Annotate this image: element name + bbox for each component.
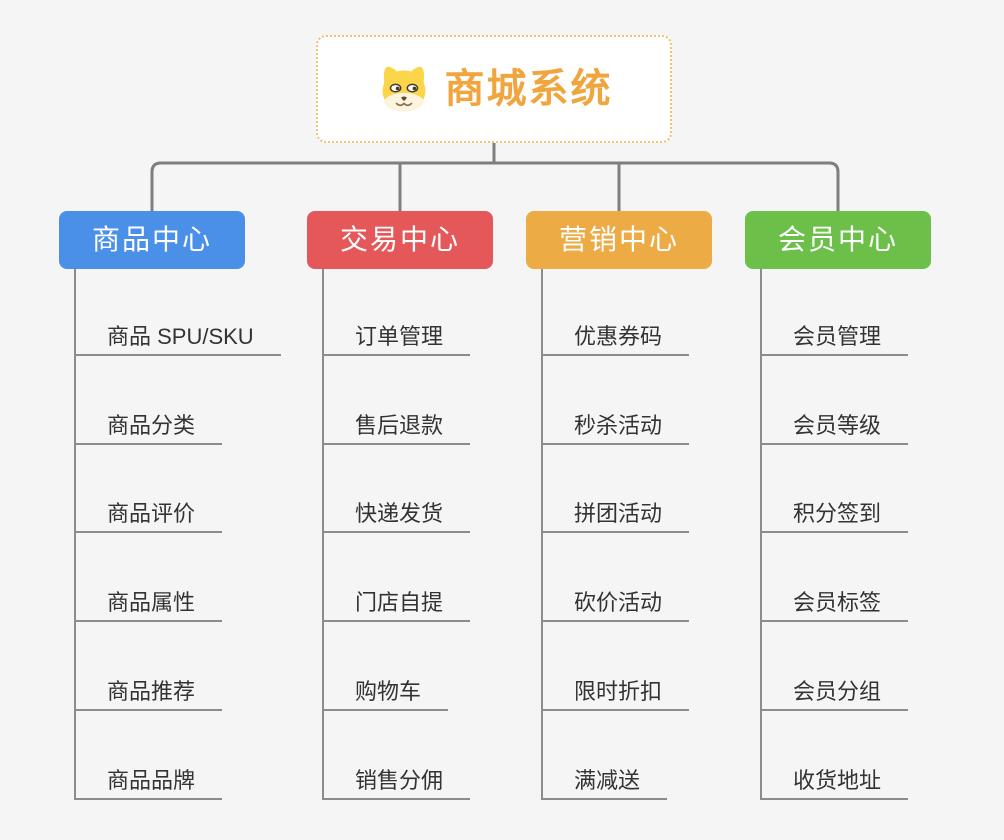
leaf-label: 商品分类: [107, 413, 196, 438]
leaf-node[interactable]: 积分签到: [760, 495, 909, 533]
leaf-node[interactable]: 购物车: [322, 673, 449, 711]
leaf-node[interactable]: 商品属性: [74, 584, 223, 622]
branch-node-product-center[interactable]: 商品中心: [59, 211, 245, 269]
leaf-node[interactable]: 订单管理: [322, 318, 471, 356]
leaf-label: 售后退款: [355, 413, 444, 438]
leaf-label: 优惠券码: [574, 324, 663, 349]
leaf-node[interactable]: 门店自提: [322, 584, 471, 622]
leaf-label: 收货地址: [793, 768, 882, 793]
leaf-label: 秒杀活动: [574, 413, 663, 438]
leaf-label: 销售分佣: [355, 768, 444, 793]
dog-face-icon: [382, 66, 425, 112]
leaf-node[interactable]: 售后退款: [322, 407, 471, 445]
leaf-label: 商品评价: [107, 501, 196, 526]
branch-node-member-center[interactable]: 会员中心: [745, 211, 931, 269]
leaf-node[interactable]: 商品分类: [74, 407, 223, 445]
leaf-column-marketing: 优惠券码 秒杀活动 拼团活动 砍价活动 限时折扣 满减送: [541, 0, 801, 840]
leaf-node[interactable]: 满减送: [541, 762, 668, 800]
leaf-label: 会员管理: [793, 324, 882, 349]
leaf-node[interactable]: 商品品牌: [74, 762, 223, 800]
leaf-label: 快递发货: [355, 501, 444, 526]
root-title: 商城系统: [444, 67, 613, 111]
leaf-label: 限时折扣: [574, 679, 663, 704]
leaf-label: 购物车: [355, 679, 422, 704]
leaf-label: 积分签到: [793, 501, 882, 526]
leaf-node[interactable]: 商品评价: [74, 495, 223, 533]
leaf-node[interactable]: 会员管理: [760, 318, 909, 356]
leaf-node[interactable]: 秒杀活动: [541, 407, 690, 445]
leaf-label: 商品 SPU/SKU: [107, 324, 254, 349]
leaf-node[interactable]: 会员等级: [760, 407, 909, 445]
leaf-label: 商品推荐: [107, 679, 196, 704]
leaf-column-product: 商品 SPU/SKU 商品分类 商品评价 商品属性 商品推荐 商品品牌: [74, 0, 334, 840]
leaf-node[interactable]: 限时折扣: [541, 673, 690, 711]
leaf-label: 会员等级: [793, 413, 882, 438]
leaf-node[interactable]: 商品推荐: [74, 673, 223, 711]
leaf-label: 商品属性: [107, 590, 196, 615]
leaf-node[interactable]: 商品 SPU/SKU: [74, 318, 281, 356]
leaf-label: 会员分组: [793, 679, 882, 704]
leaf-node[interactable]: 会员分组: [760, 673, 909, 711]
leaf-node[interactable]: 销售分佣: [322, 762, 471, 800]
leaf-node[interactable]: 快递发货: [322, 495, 471, 533]
branch-node-marketing-center[interactable]: 营销中心: [526, 211, 712, 269]
leaf-column-member: 会员管理 会员等级 积分签到 会员标签 会员分组 收货地址: [760, 0, 1004, 840]
leaf-label: 订单管理: [355, 324, 444, 349]
leaf-label: 会员标签: [793, 590, 882, 615]
root-node[interactable]: 商城系统: [316, 35, 672, 143]
leaf-label: 商品品牌: [107, 768, 196, 793]
leaf-node[interactable]: 收货地址: [760, 762, 909, 800]
branch-node-trade-center[interactable]: 交易中心: [307, 211, 493, 269]
leaf-label: 拼团活动: [574, 501, 663, 526]
leaf-node[interactable]: 优惠券码: [541, 318, 690, 356]
leaf-label: 砍价活动: [574, 590, 663, 615]
leaf-label: 门店自提: [355, 590, 444, 615]
leaf-label: 满减送: [574, 768, 641, 793]
leaf-node[interactable]: 会员标签: [760, 584, 909, 622]
leaf-node[interactable]: 拼团活动: [541, 495, 690, 533]
leaf-column-trade: 订单管理 售后退款 快递发货 门店自提 购物车 销售分佣: [322, 0, 582, 840]
leaf-node[interactable]: 砍价活动: [541, 584, 690, 622]
